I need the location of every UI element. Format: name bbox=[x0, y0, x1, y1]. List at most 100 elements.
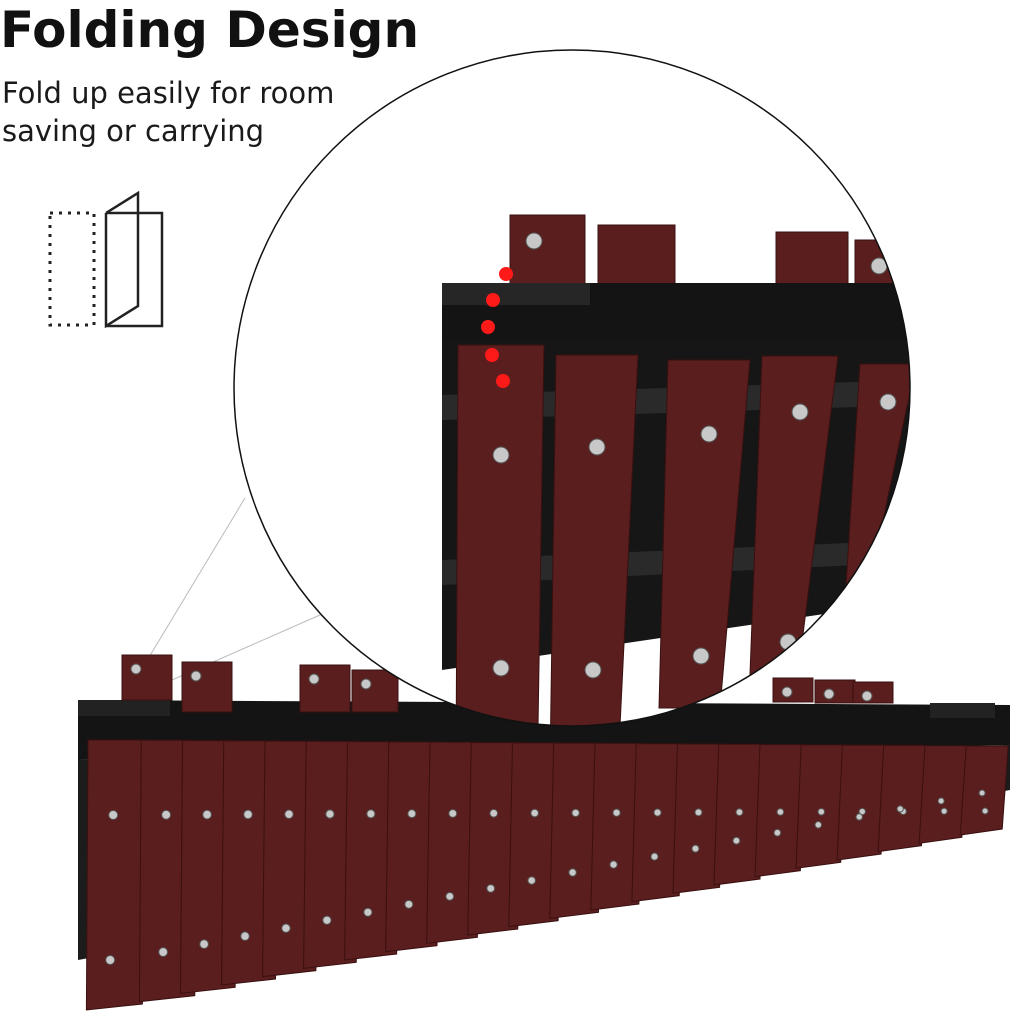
screw bbox=[202, 809, 212, 820]
screw bbox=[692, 647, 710, 665]
rear-bar-tab bbox=[299, 664, 351, 713]
screw bbox=[161, 809, 172, 820]
screw bbox=[492, 446, 510, 464]
screw bbox=[735, 808, 744, 817]
screw bbox=[981, 807, 989, 815]
screw bbox=[448, 809, 458, 818]
rear-bar-tab bbox=[852, 681, 894, 704]
screw bbox=[130, 663, 142, 675]
tone-bar bbox=[672, 743, 725, 894]
screw bbox=[240, 931, 250, 941]
screw bbox=[527, 876, 536, 885]
page-subtitle: Fold up easily for room saving or carryi… bbox=[2, 76, 335, 148]
tone-bar bbox=[590, 742, 644, 911]
screw bbox=[896, 805, 904, 813]
tone-bar bbox=[508, 742, 563, 928]
screw bbox=[243, 809, 253, 820]
screw bbox=[700, 425, 718, 443]
screw bbox=[445, 891, 455, 901]
tone-bar bbox=[549, 742, 603, 919]
screw bbox=[940, 807, 948, 815]
screw bbox=[817, 807, 826, 816]
screw bbox=[284, 809, 294, 819]
fold-dot bbox=[481, 320, 495, 334]
tone-bar bbox=[467, 742, 522, 936]
screw bbox=[584, 661, 602, 679]
fold-indicator-dots bbox=[481, 267, 513, 388]
rear-bar-tab bbox=[509, 214, 586, 286]
screw bbox=[325, 809, 335, 819]
screw bbox=[694, 808, 703, 817]
screw bbox=[978, 789, 986, 797]
tone-bar bbox=[455, 344, 545, 726]
folded-xylophone bbox=[78, 654, 1010, 1011]
rear-bar-tab bbox=[351, 669, 399, 713]
tone-bar bbox=[713, 743, 766, 886]
tone-bar bbox=[959, 745, 1009, 836]
screw bbox=[190, 670, 202, 682]
tone-bar bbox=[344, 741, 400, 961]
screw bbox=[363, 907, 373, 917]
tone-bar bbox=[85, 739, 145, 1011]
screw bbox=[879, 393, 897, 411]
fold-icon bbox=[48, 190, 164, 329]
screw bbox=[308, 673, 320, 685]
screw bbox=[486, 884, 496, 893]
fold-dot bbox=[485, 348, 499, 362]
screw bbox=[525, 232, 543, 250]
screw bbox=[588, 438, 606, 456]
tone-bar bbox=[795, 744, 847, 869]
tone-bar bbox=[754, 744, 806, 878]
rear-bar-tab bbox=[181, 661, 233, 713]
screw bbox=[773, 828, 782, 837]
screw bbox=[199, 939, 209, 949]
screw bbox=[937, 797, 945, 805]
screw bbox=[855, 813, 863, 821]
hinge bbox=[442, 283, 590, 305]
screw bbox=[158, 947, 169, 957]
screw bbox=[776, 808, 785, 816]
screw bbox=[863, 567, 881, 585]
screw bbox=[650, 852, 659, 861]
fold-dot bbox=[486, 293, 500, 307]
screw bbox=[568, 868, 577, 877]
screw bbox=[612, 808, 621, 817]
screw bbox=[861, 690, 873, 702]
screw bbox=[781, 686, 793, 698]
rear-bar-tab bbox=[814, 679, 856, 704]
page-title: Folding Design bbox=[0, 1, 420, 59]
screw bbox=[823, 688, 835, 700]
tone-bar bbox=[836, 744, 887, 861]
zoom-circle bbox=[233, 49, 911, 727]
screw bbox=[492, 659, 510, 677]
tone-bar bbox=[877, 744, 928, 853]
screw bbox=[407, 809, 417, 819]
screw bbox=[791, 403, 809, 421]
screw bbox=[404, 899, 414, 909]
screw bbox=[105, 955, 116, 965]
screw bbox=[732, 836, 741, 845]
rear-bar-tab bbox=[121, 654, 173, 701]
screw bbox=[691, 844, 700, 853]
hinge bbox=[78, 700, 170, 716]
tone-bar bbox=[550, 354, 639, 726]
tone-bar bbox=[426, 741, 482, 944]
tone-bar bbox=[918, 745, 969, 844]
screw bbox=[530, 808, 539, 818]
screw bbox=[366, 809, 376, 819]
tone-bar bbox=[631, 743, 685, 903]
screw bbox=[609, 860, 618, 869]
screw bbox=[360, 678, 372, 690]
hinge bbox=[930, 703, 995, 718]
screw bbox=[571, 808, 580, 818]
screw bbox=[814, 821, 823, 829]
tone-bar bbox=[385, 741, 441, 953]
screw bbox=[322, 915, 332, 925]
screw bbox=[108, 810, 119, 820]
rear-bar-tab bbox=[772, 677, 814, 703]
zoom-detail bbox=[234, 50, 910, 726]
screw bbox=[281, 923, 291, 933]
fold-dot bbox=[496, 374, 510, 388]
fold-dot bbox=[499, 267, 513, 281]
